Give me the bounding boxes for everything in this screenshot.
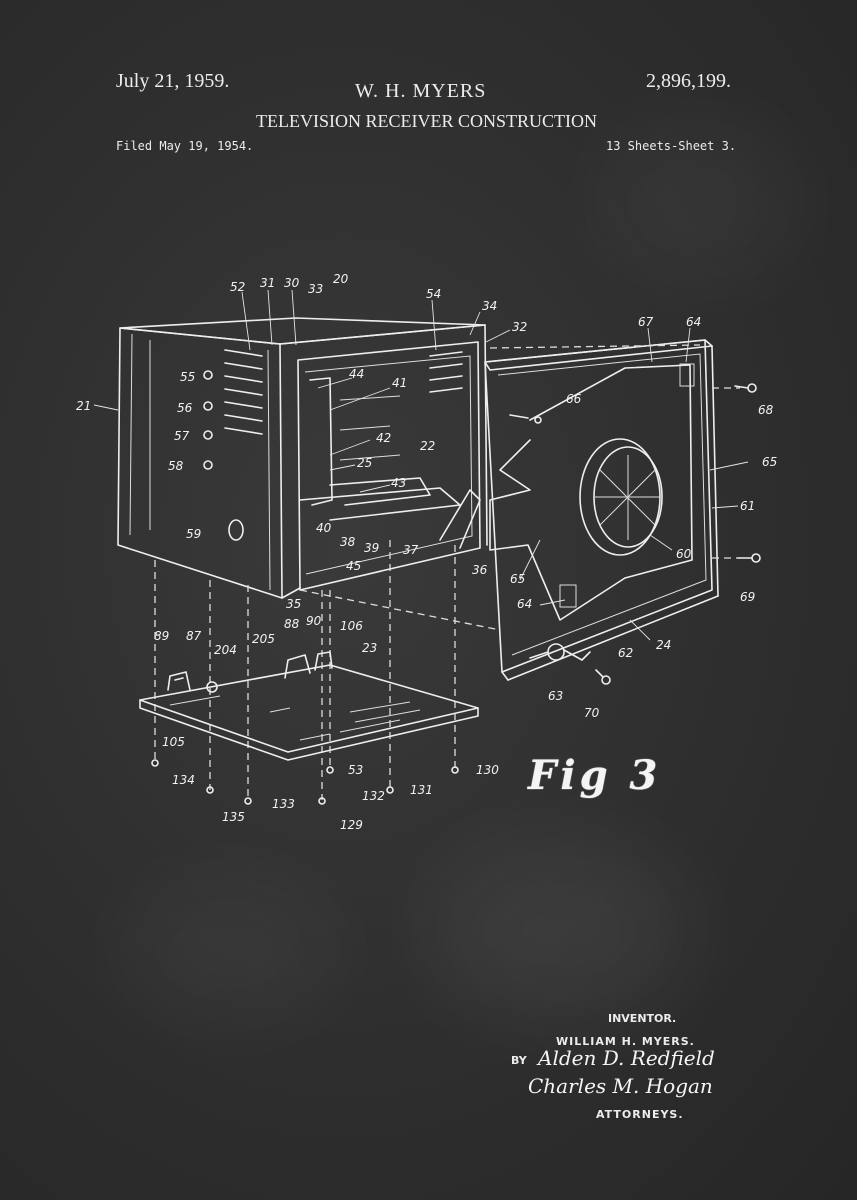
ref-64: 64 (686, 315, 701, 329)
ref-70: 70 (584, 706, 600, 720)
ref-54: 54 (426, 287, 441, 301)
ref-131: 131 (410, 783, 433, 797)
ref-45: 45 (346, 559, 361, 573)
ref-88: 88 (284, 617, 300, 631)
ref-66: 66 (566, 392, 582, 406)
chalk-smudge (430, 840, 690, 1020)
leader-lines (93, 289, 749, 641)
ref-105: 105 (162, 735, 185, 749)
ref-89: 89 (154, 629, 169, 643)
chalk-smudge (120, 880, 340, 1020)
vent-slots-right (429, 351, 463, 393)
ref-53: 53 (348, 763, 363, 777)
ref-205: 205 (252, 632, 275, 646)
patent-date: July 21, 1959. (116, 70, 230, 92)
ref-21: 21 (76, 399, 91, 413)
mounting-feet (151, 759, 459, 805)
patent-title: TELEVISION RECEIVER CONSTRUCTION (256, 111, 597, 131)
interior-parts (299, 377, 481, 549)
ref-42: 42 (376, 431, 391, 445)
ref-34: 34 (482, 299, 497, 313)
ref-33: 33 (308, 282, 323, 296)
ref-43: 43 (391, 476, 406, 490)
inventor-name: WILLIAM H. MYERS. (556, 1035, 695, 1048)
side-holes (203, 370, 244, 541)
ref-129: 129 (340, 818, 363, 832)
ref-31: 31 (260, 276, 275, 290)
ref-69: 69 (740, 590, 755, 604)
ref-41: 41 (392, 376, 407, 390)
figure-label: Fig 3 (528, 752, 662, 799)
ref-90: 90 (306, 614, 322, 628)
reference-numerals: 52 31 30 33 20 54 34 32 67 64 21 55 56 5… (76, 272, 777, 832)
screws (509, 383, 761, 685)
ref-106: 106 (340, 619, 363, 633)
ref-35: 35 (286, 597, 301, 611)
ref-61: 61 (740, 499, 755, 513)
ref-52: 52 (230, 280, 245, 294)
cabinet (117, 317, 488, 599)
ref-55: 55 (180, 370, 195, 384)
ref-65: 65 (762, 455, 777, 469)
ref-65-lower: 65 (510, 572, 525, 586)
ref-24: 24 (656, 638, 671, 652)
vent-slots-left (224, 349, 263, 435)
ref-63: 63 (548, 689, 563, 703)
ref-44: 44 (349, 367, 364, 381)
ref-22: 22 (420, 439, 435, 453)
ref-30: 30 (284, 276, 300, 290)
attorneys-label: ATTORNEYS. (596, 1108, 684, 1121)
ref-32: 32 (512, 320, 527, 334)
ref-134: 134 (172, 773, 195, 787)
ref-67: 67 (638, 315, 654, 329)
ref-59: 59 (186, 527, 201, 541)
ref-204: 204 (214, 643, 237, 657)
dashed-alignment-lines (154, 344, 740, 800)
ref-37: 37 (403, 543, 419, 557)
ref-23: 23 (362, 641, 377, 655)
ref-130: 130 (476, 763, 499, 777)
ref-133: 133 (272, 797, 295, 811)
ref-60: 60 (676, 547, 692, 561)
by-label: BY (511, 1054, 527, 1067)
ref-57: 57 (174, 429, 190, 443)
inventor-heading: W. H. MYERS (355, 80, 487, 102)
ref-39: 39 (364, 541, 379, 555)
ref-58: 58 (168, 459, 184, 473)
inventor-label: INVENTOR. (608, 1012, 677, 1025)
base-plate (139, 651, 479, 761)
ref-25: 25 (357, 456, 372, 470)
back-panel (484, 339, 719, 681)
ref-135: 135 (222, 810, 245, 824)
filed-date: Filed May 19, 1954. (116, 139, 254, 153)
attorney-signature-1: Alden D. Redfield (538, 1046, 715, 1070)
chalk-smudge (600, 120, 800, 280)
ref-20: 20 (333, 272, 349, 286)
ref-36: 36 (472, 563, 488, 577)
ref-68: 68 (758, 403, 774, 417)
ref-87: 87 (186, 629, 202, 643)
ref-38: 38 (340, 535, 356, 549)
ref-62: 62 (618, 646, 633, 660)
ref-64-lower: 64 (517, 597, 532, 611)
ref-56: 56 (177, 401, 193, 415)
sheet-count: 13 Sheets-Sheet 3. (606, 139, 737, 153)
ref-132: 132 (362, 789, 385, 803)
ref-40: 40 (316, 521, 332, 535)
patent-number: 2,896,199. (646, 70, 731, 92)
attorney-signature-2: Charles M. Hogan (528, 1074, 713, 1098)
